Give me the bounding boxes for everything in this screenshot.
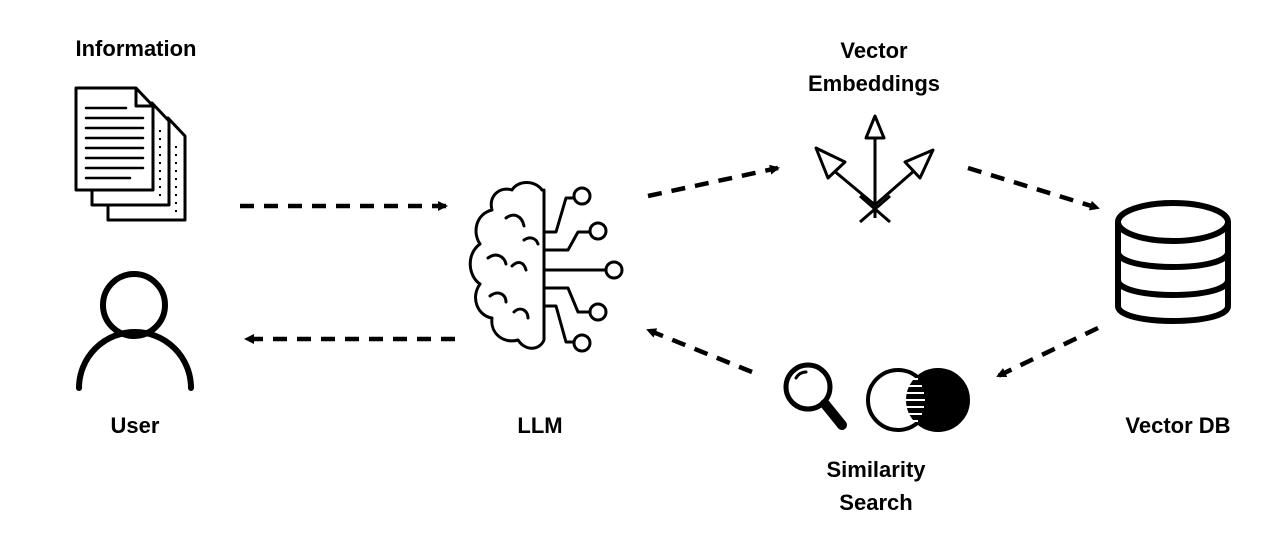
arrow-search-to-llm xyxy=(646,327,753,375)
documents-icon xyxy=(74,86,187,222)
vector-db-label: Vector DB xyxy=(1125,413,1231,438)
vector-arrows-icon xyxy=(814,114,935,224)
arrow-embeddings-to-db xyxy=(967,165,1100,211)
similarity-search-label-line2: Search xyxy=(839,490,913,515)
brain-circuit-icon xyxy=(468,181,624,353)
database-icon xyxy=(1115,200,1231,324)
similarity-search-label-line1: Similarity xyxy=(826,457,926,482)
overlapping-circles-icon xyxy=(866,368,970,432)
arrow-llm-to-embeddings xyxy=(647,164,780,199)
vector-embeddings-label-line1: Vector xyxy=(840,38,908,63)
arrow-db-to-search xyxy=(996,325,1099,379)
llm-label: LLM xyxy=(517,413,563,438)
user-icon xyxy=(76,271,194,391)
magnifier-icon xyxy=(783,362,847,430)
vector-embeddings-label-line2: Embeddings xyxy=(807,71,940,96)
information-label: Information xyxy=(75,36,197,61)
user-label: User xyxy=(110,413,160,438)
